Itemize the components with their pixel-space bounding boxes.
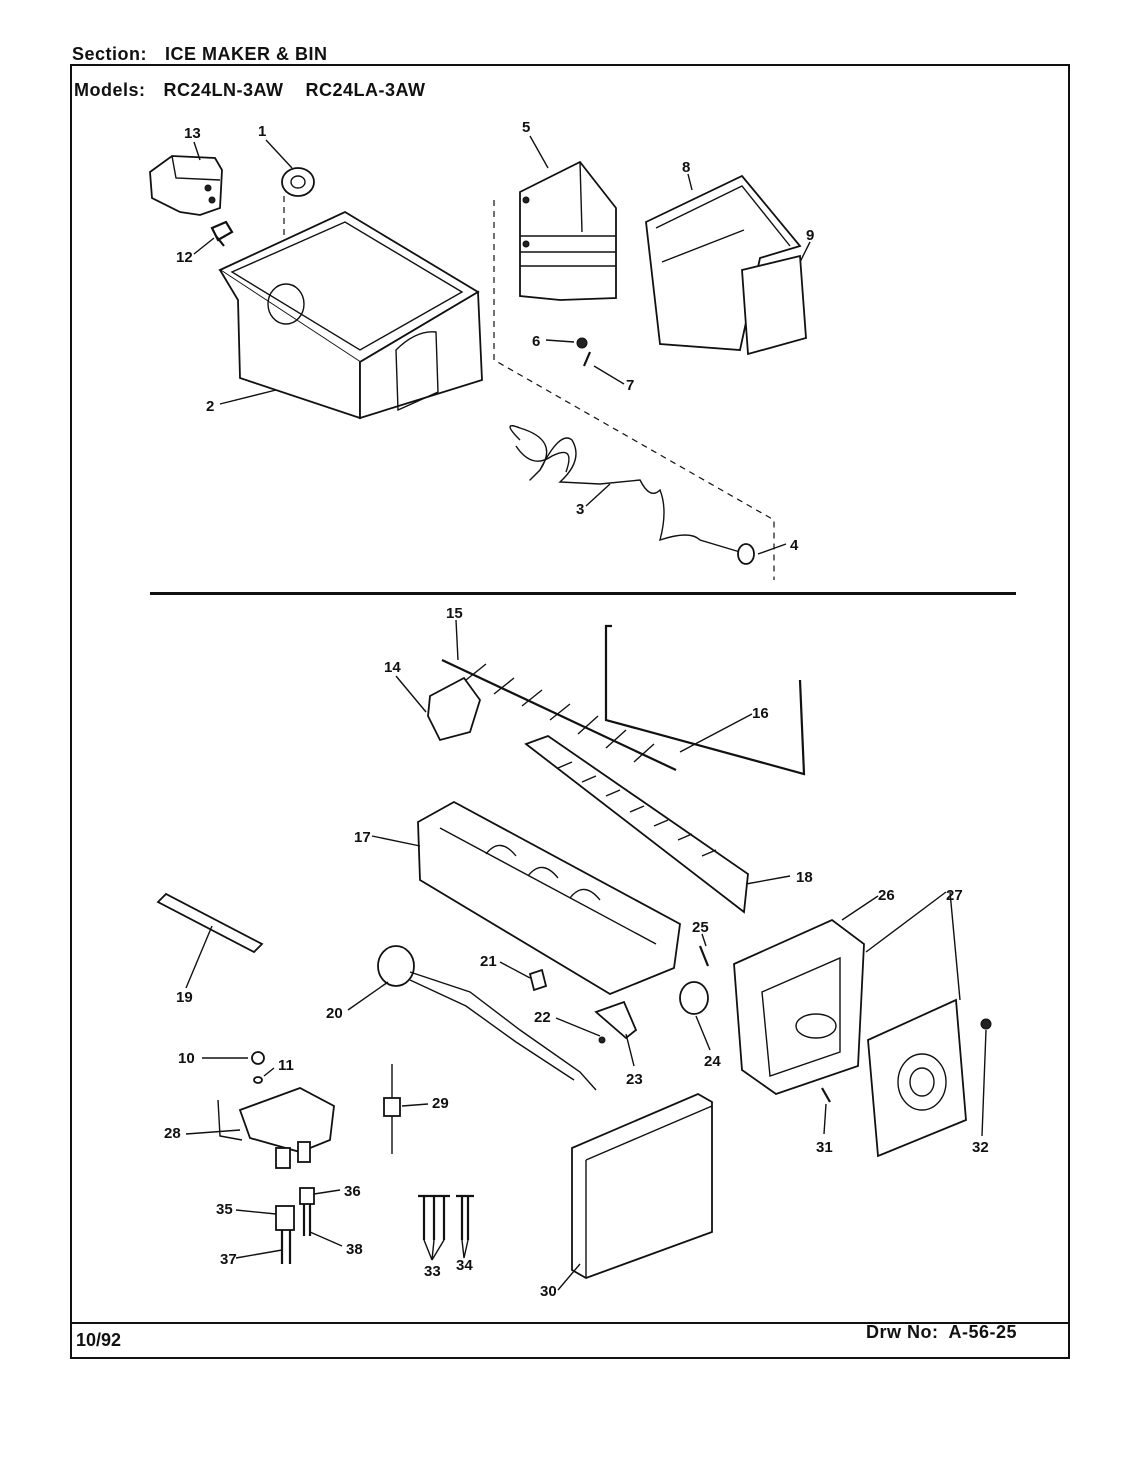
part-31-drawing [821, 1087, 831, 1103]
callout-8: 8 [682, 159, 690, 176]
callout-6: 6 [532, 333, 540, 350]
callout-7: 7 [626, 377, 634, 394]
callout-19: 19 [176, 989, 193, 1006]
models-header: Models: RC24LN-3AW RC24LA-3AW [74, 80, 448, 101]
section-header: Section: ICE MAKER & BIN [72, 44, 328, 65]
part-12-drawing [210, 220, 234, 247]
callout-28: 28 [164, 1125, 181, 1142]
part-32-drawing [980, 1018, 992, 1030]
callout-21: 21 [480, 953, 497, 970]
callout-10: 10 [178, 1050, 195, 1067]
model-number-1: RC24LN-3AW [163, 80, 284, 100]
callout-22: 22 [534, 1009, 551, 1026]
part-3-drawing [509, 425, 741, 553]
part-20-drawing [377, 945, 597, 1091]
part-18-drawing [524, 734, 749, 914]
callout-35: 35 [216, 1201, 233, 1218]
callout-17: 17 [354, 829, 371, 846]
part-7-drawing [582, 351, 592, 367]
callout-25: 25 [692, 919, 709, 936]
callout-1: 1 [258, 123, 266, 140]
part-36-drawing [299, 1187, 315, 1205]
part-17-drawing [417, 800, 681, 996]
part-37-drawing [280, 1230, 292, 1264]
section-value: ICE MAKER & BIN [165, 44, 328, 64]
callout-12: 12 [176, 249, 193, 266]
callout-38: 38 [346, 1241, 363, 1258]
callout-30: 30 [540, 1283, 557, 1300]
part-29-drawing [383, 1064, 401, 1154]
callout-11: 11 [278, 1057, 294, 1074]
callout-16: 16 [752, 705, 769, 722]
callout-24: 24 [704, 1053, 721, 1070]
part-16-drawing [604, 624, 806, 776]
part-11-drawing [253, 1076, 263, 1084]
callout-36: 36 [344, 1183, 361, 1200]
part-19-drawing [156, 892, 264, 954]
section-label: Section: [72, 44, 148, 64]
part-28-drawing [217, 1087, 335, 1169]
drawing-number-value: A-56-25 [948, 1322, 1018, 1342]
callout-13: 13 [184, 125, 201, 142]
leader-lines [185, 135, 987, 1291]
part-30-drawing [571, 1092, 713, 1279]
callout-14: 14 [384, 659, 401, 676]
part-5-drawing [519, 160, 617, 301]
drawing-number-label: Drw No: [866, 1322, 939, 1342]
part-2-drawing [218, 210, 483, 420]
callout-18: 18 [796, 869, 813, 886]
callout-27: 27 [946, 887, 963, 904]
callout-15: 15 [446, 605, 463, 622]
callout-20: 20 [326, 1005, 343, 1022]
callout-labels: 1 2 3 4 5 6 7 8 9 10 11 12 13 14 15 16 1… [164, 119, 989, 1300]
model-number-2: RC24LA-3AW [305, 80, 426, 100]
part-10-drawing [251, 1051, 265, 1065]
part-25-drawing [698, 945, 710, 967]
drawing-number: Drw No: A-56-25 [866, 1322, 1017, 1343]
part-26-drawing [733, 918, 865, 1096]
callout-23: 23 [626, 1071, 643, 1088]
part-8-drawing [645, 174, 802, 351]
callout-5: 5 [522, 119, 530, 136]
part-9-drawing [741, 254, 807, 356]
callout-26: 26 [878, 887, 895, 904]
part-24-drawing [679, 981, 709, 1015]
callout-37: 37 [220, 1251, 237, 1268]
part-33-drawing [418, 1194, 450, 1240]
callout-32: 32 [972, 1139, 989, 1156]
mounting-guide-line [493, 200, 775, 580]
callout-31: 31 [816, 1139, 833, 1156]
part-38-drawing [302, 1204, 312, 1236]
drawing-frame [70, 64, 1070, 1359]
part-22-drawing [598, 1036, 606, 1044]
part-35-drawing [275, 1205, 295, 1231]
footer-rule [70, 1322, 1070, 1324]
part-14-drawing [427, 676, 481, 742]
part-23-drawing [594, 1000, 638, 1040]
callout-3: 3 [576, 501, 584, 518]
part-4-drawing [737, 543, 755, 565]
drawing-date: 10/92 [76, 1330, 122, 1350]
part-6-drawing [576, 337, 588, 349]
callout-34: 34 [456, 1257, 473, 1274]
callout-4: 4 [790, 537, 799, 554]
models-label: Models: [74, 80, 146, 100]
callout-29: 29 [432, 1095, 449, 1112]
part-15-drawing [441, 659, 677, 771]
part-27-drawing [867, 998, 967, 1158]
callout-33: 33 [424, 1263, 441, 1280]
part-34-drawing [456, 1194, 474, 1240]
callout-9: 9 [806, 227, 814, 244]
section-divider [150, 592, 1016, 595]
part-21-drawing [528, 968, 548, 992]
callout-2: 2 [206, 398, 214, 415]
part-13-drawing [149, 155, 223, 216]
